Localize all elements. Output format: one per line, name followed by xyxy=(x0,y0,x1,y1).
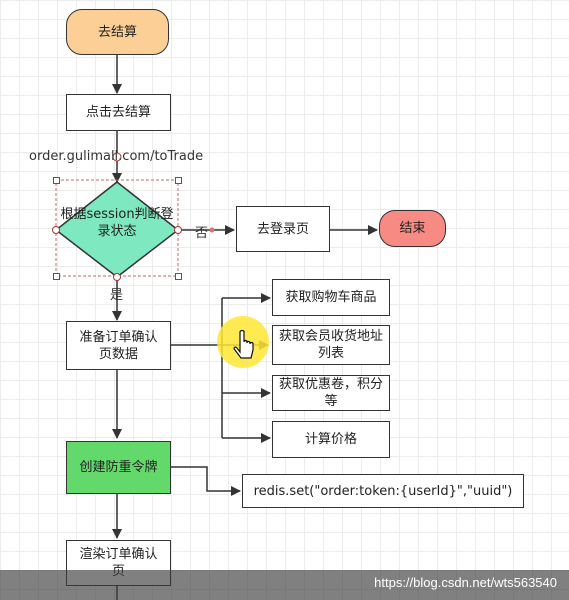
connection-point-icon xyxy=(52,226,60,234)
get-coupons-label: 获取优惠卷，积分等 xyxy=(279,377,384,409)
yes-label: 是 xyxy=(110,288,124,303)
calc-price-node[interactable]: 计算价格 xyxy=(272,421,390,458)
get-cart-node[interactable]: 获取购物车商品 xyxy=(272,279,390,316)
get-coupons-node[interactable]: 获取优惠卷，积分等 xyxy=(272,375,390,411)
click-checkout-label: 点击去结算 xyxy=(85,105,151,120)
watermark-bar xyxy=(0,570,569,600)
click-checkout-node[interactable]: 点击去结算 xyxy=(66,94,171,131)
login-page-label: 去登录页 xyxy=(256,221,309,237)
calc-price-label: 计算价格 xyxy=(304,432,357,447)
end-node[interactable]: 结束 xyxy=(379,210,446,247)
connection-point-icon xyxy=(209,227,215,233)
url-label: order.gulimall.com/toTrade xyxy=(29,149,204,164)
get-address-label: 获取会员收货地址列表 xyxy=(279,329,384,361)
resize-handle[interactable] xyxy=(53,177,60,184)
no-label: 否 xyxy=(195,226,209,241)
resize-handle[interactable] xyxy=(53,273,60,280)
connection-point-icon xyxy=(174,226,182,234)
start-node-label: 去结算 xyxy=(97,24,137,40)
get-cart-label: 获取购物车商品 xyxy=(285,290,377,305)
resize-handle[interactable] xyxy=(175,273,182,280)
connection-point-icon xyxy=(112,152,122,162)
login-page-node[interactable]: 去登录页 xyxy=(236,206,330,252)
hand-cursor-icon xyxy=(233,329,254,359)
resize-handle[interactable] xyxy=(175,177,182,184)
get-address-node[interactable]: 获取会员收货地址列表 xyxy=(272,325,390,365)
create-token-node[interactable]: 创建防重令牌 xyxy=(66,441,171,494)
redis-set-node[interactable]: redis.set("order:token:{userId}","uuid") xyxy=(242,474,524,508)
check-login-label: 根据session判断登录状态 xyxy=(60,207,174,239)
create-token-label: 创建防重令牌 xyxy=(79,460,158,475)
watermark-text: https://blog.csdn.net/wts563540 xyxy=(374,575,557,590)
start-node[interactable]: 去结算 xyxy=(66,9,169,55)
prepare-confirm-node[interactable]: 准备订单确认页数据 xyxy=(66,321,171,370)
redis-set-label: redis.set("order:token:{userId}","uuid") xyxy=(253,483,513,499)
prepare-confirm-label: 准备订单确认页数据 xyxy=(79,329,158,362)
end-node-label: 结束 xyxy=(399,221,426,236)
arrow-token-to-redis xyxy=(171,466,241,496)
connection-point-icon xyxy=(113,273,121,281)
